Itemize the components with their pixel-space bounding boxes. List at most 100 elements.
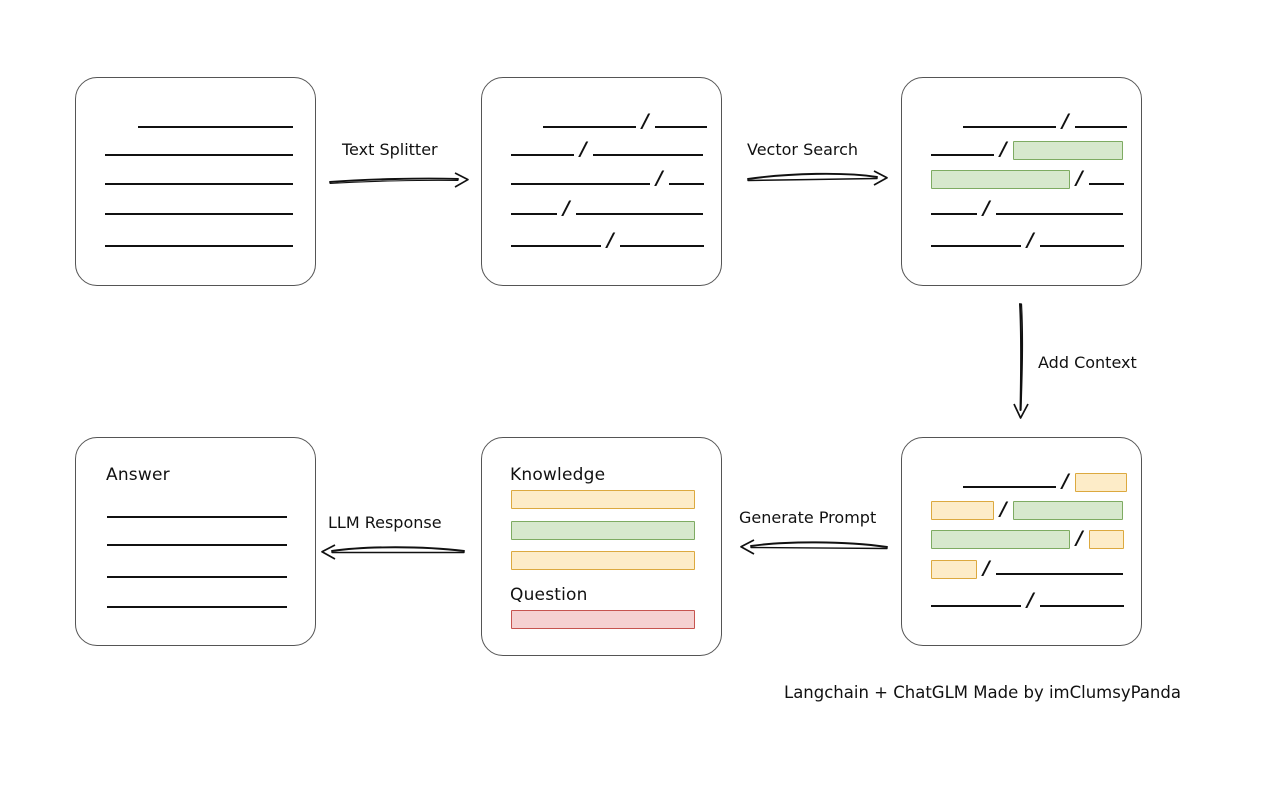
text-line xyxy=(105,213,293,215)
source-document-row xyxy=(105,169,293,189)
text-line xyxy=(1088,183,1124,185)
split-chunks-row: / xyxy=(511,137,703,160)
context-chunks-row: / xyxy=(931,497,1123,520)
slash-separator-icon: / xyxy=(1062,469,1069,492)
slash-separator-icon: / xyxy=(656,166,663,189)
answer-label: Answer xyxy=(106,465,170,485)
knowledge-bar xyxy=(511,521,695,540)
text-line xyxy=(995,573,1123,575)
text-line xyxy=(931,245,1021,247)
arrow-vector-search-shape xyxy=(747,170,888,186)
question-bar xyxy=(511,610,695,629)
split-chunks-row: / xyxy=(543,109,707,132)
highlight-chip-green xyxy=(931,169,1070,189)
slash-separator-icon: / xyxy=(1076,526,1083,549)
slash-separator-icon: / xyxy=(1062,109,1069,132)
matched-chunks-row: / xyxy=(931,196,1123,219)
text-line xyxy=(963,486,1056,488)
slash-separator-icon: / xyxy=(983,556,990,579)
slash-separator-icon: / xyxy=(563,196,570,219)
context-chunks-row: / xyxy=(931,588,1124,611)
matched-chunks-row: / xyxy=(963,109,1127,132)
prompt-box[interactable]: Knowledge Question xyxy=(481,437,722,656)
context-chunks-row: / xyxy=(931,556,1123,579)
slash-separator-icon: / xyxy=(642,109,649,132)
highlight-chip-yellow xyxy=(931,559,977,579)
split-chunks-row: / xyxy=(511,166,704,189)
text-line xyxy=(511,213,557,215)
arrow-vector-search-label: Vector Search xyxy=(747,140,859,159)
text-line xyxy=(592,154,703,156)
text-line xyxy=(963,126,1056,128)
text-line xyxy=(138,126,293,128)
answer-text-line xyxy=(107,576,287,578)
source-document-box[interactable] xyxy=(75,77,316,286)
text-line xyxy=(619,245,704,247)
highlight-chip-green xyxy=(1012,500,1123,520)
matched-chunks-box[interactable]: / / / / / xyxy=(901,77,1142,286)
knowledge-bar xyxy=(511,490,695,509)
slash-separator-icon: / xyxy=(580,137,587,160)
context-chunks-row: / xyxy=(963,469,1127,492)
text-line xyxy=(105,154,293,156)
text-line xyxy=(511,245,601,247)
text-line xyxy=(511,154,574,156)
source-document-row xyxy=(105,231,293,251)
answer-text-line xyxy=(107,606,287,608)
highlight-chip-yellow xyxy=(1088,529,1124,549)
split-chunks-box[interactable]: / / / / / xyxy=(481,77,722,286)
highlight-chip-yellow xyxy=(1074,472,1127,492)
text-line xyxy=(654,126,707,128)
arrow-llm-response-label: LLM Response xyxy=(328,513,442,532)
arrow-llm-response-shape xyxy=(321,544,465,560)
matched-chunks-row: / xyxy=(931,166,1124,189)
slash-separator-icon: / xyxy=(1076,166,1083,189)
text-line xyxy=(511,183,650,185)
knowledge-bar xyxy=(511,551,695,570)
slash-separator-icon: / xyxy=(983,196,990,219)
arrow-text-splitter-label: Text Splitter xyxy=(342,140,438,159)
split-chunks-row: / xyxy=(511,228,704,251)
arrow-text-splitter-shape xyxy=(329,172,469,188)
slash-separator-icon: / xyxy=(1027,228,1034,251)
text-line xyxy=(931,213,977,215)
source-document-row xyxy=(105,199,293,219)
text-line xyxy=(105,183,293,185)
source-document-row xyxy=(105,140,293,160)
text-line xyxy=(931,154,994,156)
arrow-vector-search: Vector Search xyxy=(745,140,893,200)
context-chunks-row: / xyxy=(931,526,1124,549)
arrow-add-context-shape xyxy=(1013,303,1029,419)
footer-credit: Langchain + ChatGLM Made by imClumsyPand… xyxy=(784,683,1181,702)
arrow-llm-response: LLM Response xyxy=(318,513,468,573)
slash-separator-icon: / xyxy=(1000,497,1007,520)
source-document-row xyxy=(138,112,293,132)
text-line xyxy=(105,245,293,247)
arrow-text-splitter: Text Splitter xyxy=(328,140,474,200)
answer-text-line xyxy=(107,516,287,518)
answer-text-line xyxy=(107,544,287,546)
text-line xyxy=(1039,605,1124,607)
arrow-generate-prompt-shape xyxy=(740,539,888,555)
arrow-add-context-label: Add Context xyxy=(1038,353,1137,372)
arrow-add-context: Add Context xyxy=(1000,300,1180,425)
text-line xyxy=(1039,245,1124,247)
text-line xyxy=(1074,126,1127,128)
arrow-generate-prompt-label: Generate Prompt xyxy=(739,508,877,527)
text-line xyxy=(931,605,1021,607)
highlight-chip-green xyxy=(1012,140,1123,160)
highlight-chip-yellow xyxy=(931,500,994,520)
knowledge-label: Knowledge xyxy=(510,465,606,485)
slash-separator-icon: / xyxy=(1027,588,1034,611)
split-chunks-row: / xyxy=(511,196,703,219)
slash-separator-icon: / xyxy=(1000,137,1007,160)
answer-box[interactable]: Answer xyxy=(75,437,316,646)
matched-chunks-row: / xyxy=(931,228,1124,251)
text-line xyxy=(543,126,636,128)
context-chunks-box[interactable]: / / / / / xyxy=(901,437,1142,646)
question-label: Question xyxy=(510,585,588,605)
arrow-generate-prompt: Generate Prompt xyxy=(735,508,890,568)
text-line xyxy=(668,183,704,185)
slash-separator-icon: / xyxy=(607,228,614,251)
